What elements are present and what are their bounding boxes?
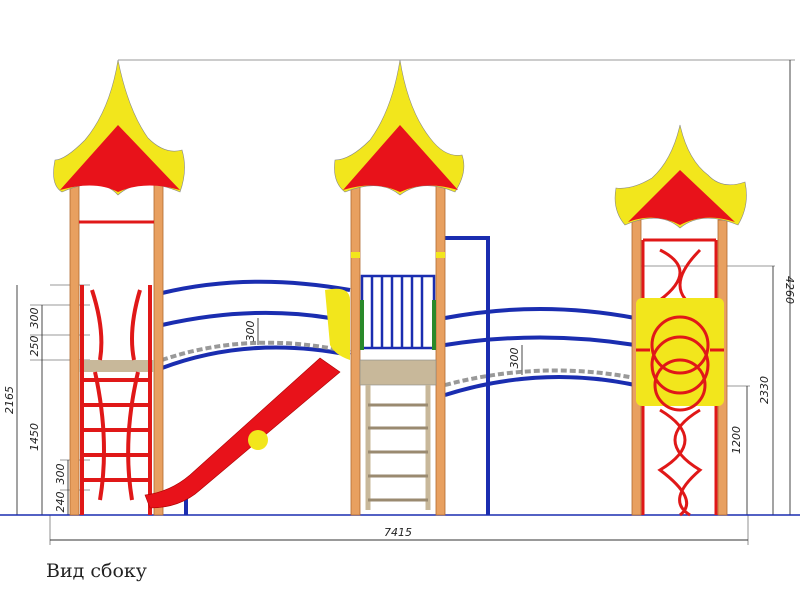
dim-left-rail-gap: 250 <box>28 336 41 357</box>
dim-bridge1-sag: 300 <box>244 321 257 342</box>
left-tower <box>53 59 185 516</box>
dim-total-width: 7415 <box>384 526 412 539</box>
dim-total-height: 4260 <box>783 276 796 304</box>
slide-entry-panel <box>325 288 350 360</box>
middle-tower <box>334 59 465 516</box>
dim-right-platform-height: 1200 <box>730 426 743 454</box>
dim-left-tower-height: 2165 <box>3 386 16 414</box>
dimension-lines <box>16 60 791 541</box>
dim-right-rail-height: 2330 <box>758 376 771 404</box>
drawing-caption: Вид сбоку <box>46 560 147 582</box>
dim-left-platform-height: 1450 <box>28 423 41 451</box>
blue-frame <box>445 236 490 515</box>
dim-left-upper-step: 300 <box>28 308 41 329</box>
right-tower <box>614 124 747 517</box>
slide <box>144 357 341 509</box>
dim-bridge2-sag: 300 <box>508 348 521 369</box>
bridge-right-deck <box>444 368 636 387</box>
dim-left-bottom-step: 240 <box>54 492 67 513</box>
dim-left-lower-step: 300 <box>54 464 67 485</box>
bridge-right <box>444 307 636 397</box>
slide-dot <box>248 430 268 450</box>
bridge-left <box>161 279 351 370</box>
bridge-left-deck <box>161 340 351 362</box>
